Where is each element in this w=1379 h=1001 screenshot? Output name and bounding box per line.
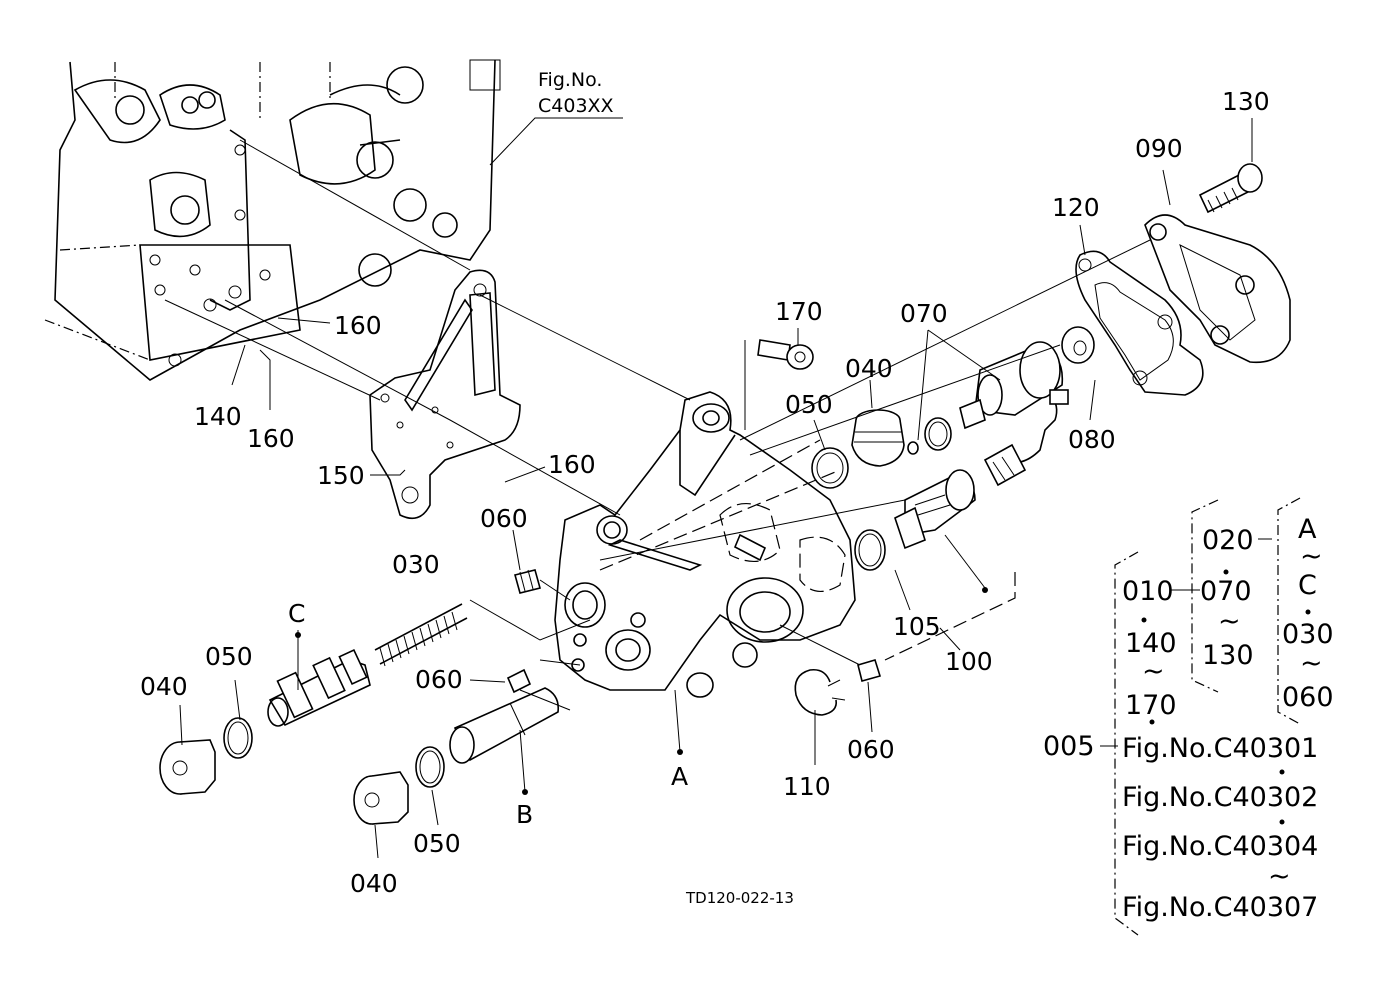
label-C: C [288, 599, 305, 628]
label-160-c: 160 [548, 450, 596, 479]
plug-060-c [857, 659, 882, 682]
solenoid-valve-top [959, 341, 1069, 487]
plug-060-b [506, 668, 532, 694]
valve-body-a [554, 391, 856, 698]
piston-b [449, 687, 560, 764]
legend-tilde-e: ~ [1268, 861, 1291, 892]
plug-040-bottom [353, 771, 409, 825]
label-170: 170 [775, 297, 823, 326]
o-rings-070 [907, 417, 952, 455]
washer-080 [1061, 326, 1095, 364]
legend-020: 020 [1202, 525, 1254, 556]
plug-060-a [514, 569, 541, 594]
legend-fig-1: Fig.No.C40301 [1122, 733, 1318, 764]
legend-170: 170 [1125, 690, 1177, 721]
legend-130: 130 [1202, 640, 1254, 671]
plug-040-left [159, 739, 216, 795]
label-100: 100 [945, 647, 993, 676]
transmission-housing [44, 59, 501, 381]
fig-no-label: Fig.No. [538, 69, 602, 91]
part-labels: Fig.No. C403XX 130 090 120 170 070 040 0… [140, 69, 1270, 907]
legend-block: 020 A ~ C 010 070 ~ 030 140 130 ~ ~ 060 … [1043, 497, 1334, 936]
legend-tilde-c: ~ [1300, 648, 1323, 679]
label-140: 140 [194, 402, 242, 431]
label-060-c: 060 [847, 735, 895, 764]
label-080: 080 [1068, 425, 1116, 454]
label-110: 110 [783, 772, 831, 801]
label-150: 150 [317, 461, 365, 490]
label-A: A [671, 762, 688, 791]
label-070: 070 [900, 299, 948, 328]
label-120: 120 [1052, 193, 1100, 222]
legend-140: 140 [1125, 628, 1177, 659]
legend-A: A [1298, 514, 1317, 545]
plug-040-top [851, 409, 905, 467]
label-040-top: 040 [845, 354, 893, 383]
label-090: 090 [1135, 134, 1183, 163]
legend-030: 030 [1282, 619, 1334, 650]
label-040-left: 040 [140, 672, 188, 701]
o-ring-050-left [223, 717, 253, 759]
label-160-b: 160 [247, 424, 295, 453]
cover-090 [1144, 214, 1291, 364]
o-ring-050-top [811, 447, 849, 489]
group-100-bracket [884, 572, 1016, 661]
label-105: 105 [893, 612, 941, 641]
circlip-110 [794, 668, 846, 716]
legend-tilde-d: ~ [1142, 656, 1165, 687]
legend-005: 005 [1043, 731, 1095, 762]
spring-030 [374, 603, 468, 667]
solenoid-valve-100 [894, 469, 976, 550]
label-B: B [516, 800, 533, 829]
bolt-130 [1198, 163, 1263, 214]
label-030: 030 [392, 550, 440, 579]
center-lines [164, 139, 1151, 711]
separator-plate-150 [369, 269, 521, 520]
label-060-b: 060 [415, 665, 463, 694]
legend-tilde-a: ~ [1300, 541, 1323, 572]
label-040-bottom: 040 [350, 869, 398, 898]
legend-060: 060 [1282, 682, 1334, 713]
legend-fig-4: Fig.No.C40307 [1122, 892, 1318, 923]
label-060-a: 060 [480, 504, 528, 533]
legend-tilde-b: ~ [1218, 606, 1241, 637]
label-160-a: 160 [334, 311, 382, 340]
legend-fig-2: Fig.No.C40302 [1122, 782, 1318, 813]
label-050-bottom: 050 [413, 829, 461, 858]
drawing-code: TD120-022-13 [685, 889, 794, 907]
o-ring-050-bottom [415, 746, 445, 788]
fig-no-value: C403XX [538, 95, 614, 117]
label-050-left: 050 [205, 642, 253, 671]
legend-fig-3: Fig.No.C40304 [1122, 831, 1318, 862]
label-130: 130 [1222, 87, 1270, 116]
o-ring-105 [854, 529, 886, 571]
legend-010: 010 [1122, 576, 1174, 607]
bolt-170 [757, 339, 814, 370]
label-050-top: 050 [785, 390, 833, 419]
legend-C: C [1298, 570, 1317, 601]
spool-c [267, 648, 371, 727]
legend-070: 070 [1200, 576, 1252, 607]
gasket-120 [1075, 250, 1204, 396]
leader-lines [179, 117, 1253, 859]
